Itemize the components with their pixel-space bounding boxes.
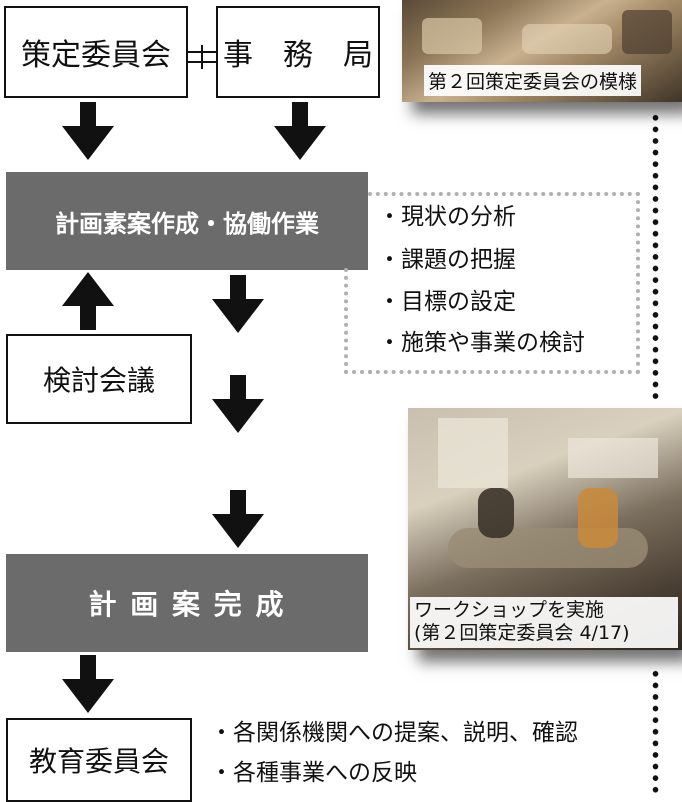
committee-box: 策定委員会 — [4, 6, 188, 98]
board-label: 教育委員会 — [28, 745, 169, 778]
arrow-secretariat-to-planning — [274, 102, 326, 160]
committee-label: 策定委員会 — [21, 38, 171, 73]
arrow-review-down — [212, 375, 264, 433]
note-item: ・課題の把握 — [378, 247, 516, 273]
arrow-committee-to-planning — [62, 102, 114, 160]
notes-frame-left — [344, 268, 348, 374]
workshop-caption-line1: ワークショップを実施 — [414, 598, 605, 621]
workshop-caption-line2: (第２回策定委員会 4/17) — [414, 622, 630, 645]
arrow-complete-to-board — [62, 655, 114, 713]
complete-label: 計 画 案 完 成 — [88, 588, 286, 621]
complete-box: 計 画 案 完 成 — [6, 554, 368, 652]
secretariat-box: 事 務 局 — [216, 6, 380, 98]
planning-box: 計画素案作成・協働作業 — [6, 172, 368, 270]
dotted-connector-upper — [652, 112, 659, 404]
note-item: ・目標の設定 — [378, 289, 516, 315]
board-box: 教育委員会 — [6, 718, 192, 802]
planning-label: 計画素案作成・協働作業 — [55, 209, 319, 238]
workshop-caption: ワークショップを実施 (第２回策定委員会 4/17) — [410, 596, 678, 648]
review-box: 検討会議 — [6, 334, 192, 424]
arrow-to-complete — [212, 490, 264, 548]
bottom-note-item: ・各関係機関への提案、説明、確認 — [210, 720, 578, 746]
bottom-note-item: ・各種事業への反映 — [210, 760, 417, 786]
arrow-planning-down — [212, 275, 264, 333]
review-label: 検討会議 — [42, 364, 155, 397]
committee-meeting-photo: 第２回策定委員会の模様 — [402, 0, 682, 102]
note-item: ・現状の分析 — [378, 204, 516, 230]
dotted-connector-lower — [652, 668, 659, 796]
workshop-photo: ワークショップを実施 (第２回策定委員会 4/17) — [408, 408, 682, 650]
committee-photo-caption: 第２回策定委員会の模様 — [424, 65, 642, 96]
notes-frame-bottom-left — [344, 370, 372, 374]
arrow-review-to-planning — [62, 272, 114, 330]
note-item: ・施策や事業の検討 — [378, 330, 585, 356]
secretariat-label: 事 務 局 — [223, 38, 373, 73]
notes-frame — [368, 192, 640, 374]
